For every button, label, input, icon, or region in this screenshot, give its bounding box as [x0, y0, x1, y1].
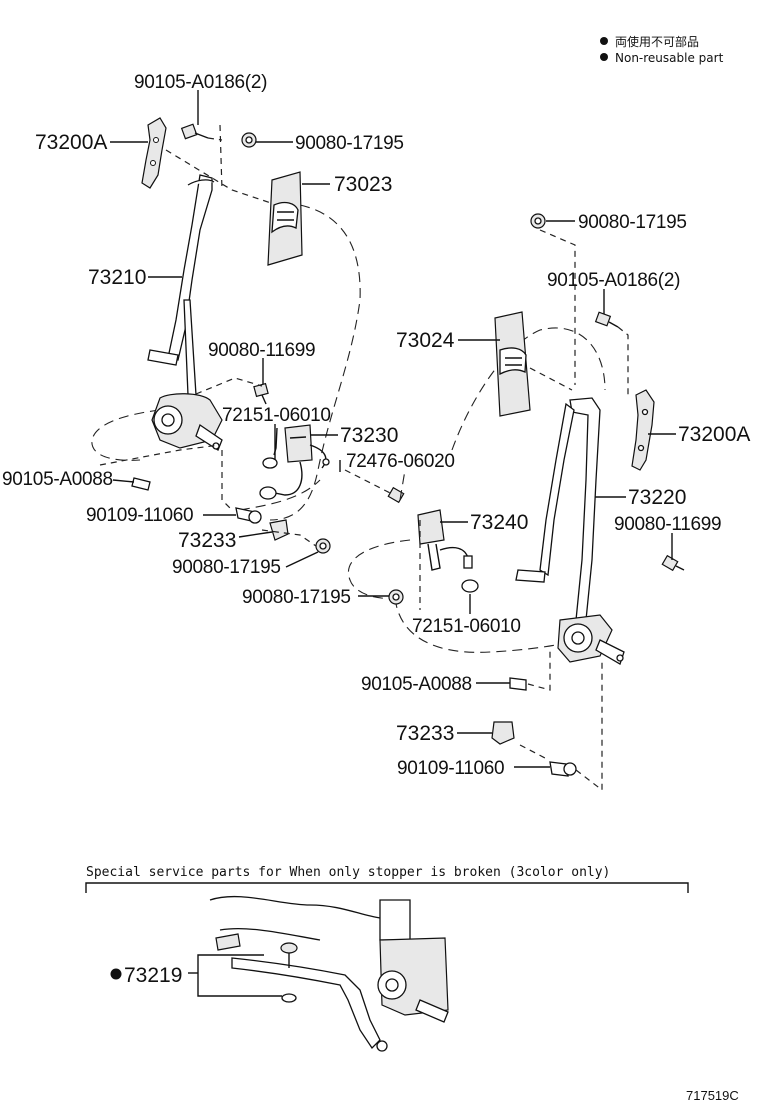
right-seat-outline: [347, 327, 606, 653]
right-shoulder-cover: [494, 311, 573, 417]
label-73220: 73220: [628, 486, 686, 509]
non-reusable-dot-icon: [110, 968, 122, 980]
left-bolt-11699: [195, 377, 269, 405]
label-73230: 73230: [340, 424, 398, 447]
label-72151-06010-left: 72151-06010: [222, 405, 331, 426]
label-73219: 73219: [124, 964, 182, 987]
left-seat-outline: [91, 204, 361, 521]
label-90109-11060-right: 90109-11060: [397, 758, 504, 779]
left-clip-72476: [344, 469, 405, 504]
label-73240: 73240: [470, 511, 528, 534]
legend-text-en: Non-reusable part: [615, 51, 724, 65]
inset-special-service: Special service parts for When only stop…: [85, 865, 689, 1052]
right-belt: [515, 397, 601, 621]
leader-lines: [110, 90, 676, 768]
left-cap-73233: [269, 519, 289, 541]
legend: 両使用不可部品 Non-reusable part: [600, 34, 724, 65]
label-90080-17195-mid-left: 90080-17195: [172, 557, 281, 578]
part-labels: 90105-A0186(2) 73200A 90080-17195 73023 …: [2, 72, 750, 779]
label-73200a-left: 73200A: [35, 131, 107, 154]
label-90105-a0088-left: 90105-A0088: [2, 469, 113, 490]
right-nut-top: [530, 213, 576, 385]
right-buckle: [417, 509, 473, 610]
left-belt: [147, 174, 215, 396]
label-90080-17195-top-right: 90080-17195: [578, 212, 687, 233]
label-90109-11060-left: 90109-11060: [86, 505, 193, 526]
label-90080-17195-top-left: 90080-17195: [295, 133, 404, 154]
right-bolt-a0088: [509, 650, 551, 691]
left-anchor-bracket: [141, 117, 293, 211]
left-bolt-top: [180, 123, 223, 141]
figure-id: 717519C: [686, 1088, 739, 1103]
right-bolt-11060: [519, 660, 603, 792]
left-buckle: [259, 424, 330, 500]
label-90080-17195-center: 90080-17195: [242, 587, 351, 608]
non-reusable-dot-icon: [600, 37, 608, 45]
label-90105-a0088-right: 90105-A0088: [361, 674, 472, 695]
left-retractor: [151, 393, 223, 451]
right-grommet-72151: [461, 579, 479, 593]
label-90080-11699-right: 90080-11699: [614, 514, 721, 535]
right-nut-center: [388, 589, 404, 605]
left-bolt-a0088: [99, 444, 233, 511]
stopper-top: [280, 942, 298, 954]
label-72476-06020: 72476-06020: [346, 451, 455, 472]
inset-caption: Special service parts for When only stop…: [86, 865, 610, 880]
left-nut-top: [241, 132, 257, 148]
label-73233-left: 73233: [178, 529, 236, 552]
label-72151-06010-right: 72151-06010: [412, 616, 521, 637]
stopper-bottom: [281, 993, 297, 1003]
left-bolt-11060: [235, 507, 262, 524]
right-anchor-bracket: [631, 389, 655, 471]
label-90105-a0186-left: 90105-A0186(2): [134, 72, 267, 93]
label-73023: 73023: [334, 173, 392, 196]
label-73210: 73210: [88, 266, 146, 289]
left-shoulder-cover: [267, 171, 303, 266]
right-retractor: [557, 614, 625, 665]
right-bolt-11699: [661, 554, 685, 572]
label-73200a-right: 73200A: [678, 423, 750, 446]
left-nut-mid: [261, 529, 331, 554]
inset-bracket-line: [85, 882, 689, 893]
right-cap-73233: [491, 721, 515, 745]
label-90105-a0186-right: 90105-A0186(2): [547, 270, 680, 291]
label-90080-11699-left: 90080-11699: [208, 340, 315, 361]
label-73024: 73024: [396, 329, 455, 352]
right-bolt-top: [594, 311, 629, 395]
legend-text-jp: 両使用不可部品: [615, 34, 699, 49]
non-reusable-dot-icon: [600, 53, 608, 61]
label-73233-right: 73233: [396, 722, 454, 745]
